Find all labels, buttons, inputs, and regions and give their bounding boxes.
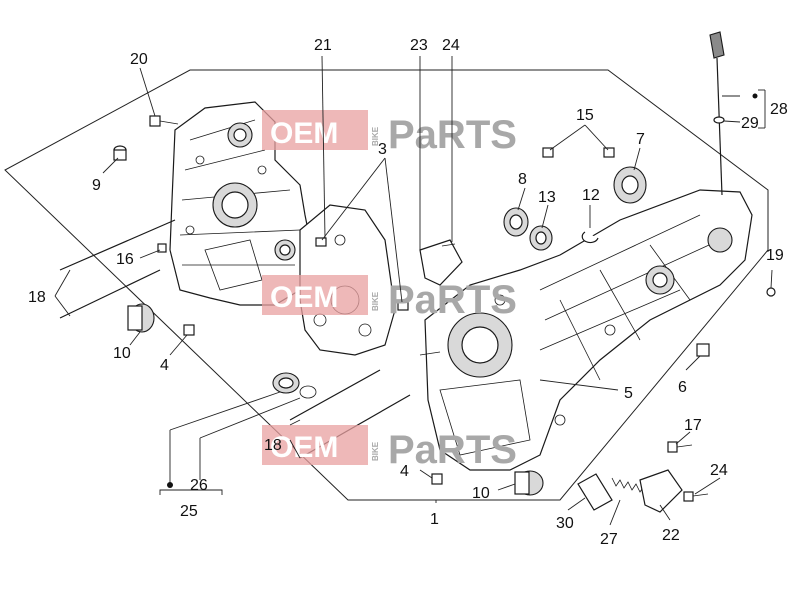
dowel-4-lower	[431, 473, 443, 485]
studs-18-left	[59, 219, 176, 319]
callout-15: 15	[576, 107, 594, 124]
silent-block-10-left	[127, 303, 155, 333]
plunger-30	[577, 473, 613, 511]
callout-7: 7	[636, 131, 645, 148]
bearing-8	[503, 207, 529, 237]
callout-17: 17	[684, 417, 702, 434]
screw-24-lower	[683, 491, 709, 502]
watermark-oem: OEM	[270, 281, 338, 314]
watermark-oem: OEM	[270, 117, 338, 150]
callout-16: 16	[116, 251, 134, 268]
dowel-3-a	[315, 237, 327, 247]
cover-22	[639, 469, 683, 513]
callout-12: 12	[582, 187, 600, 204]
callout-21: 21	[314, 37, 332, 54]
left-crankcase-half	[169, 101, 313, 306]
bolt-20	[149, 115, 179, 127]
silent-block-10-lower	[514, 470, 544, 496]
watermark-bike: BIKE	[371, 291, 380, 311]
reference-dot-right	[752, 93, 758, 99]
dowel-15-a	[542, 147, 554, 158]
pin-5	[419, 351, 441, 356]
callout-28: 28	[770, 101, 788, 118]
watermark-parts: PaRTS	[388, 113, 517, 157]
spring-27	[611, 477, 645, 493]
bushing-16	[157, 243, 167, 253]
watermark-bike: BIKE	[371, 441, 380, 461]
callout-22: 22	[662, 527, 680, 544]
bracket-23	[419, 239, 463, 286]
callout-23: 23	[410, 37, 428, 54]
bearing-13	[529, 225, 553, 251]
callout-13: 13	[538, 189, 556, 206]
watermark-middle: OEM BIKE PaRTS	[262, 275, 517, 322]
callout-numbers: 20 21 23 24 3 9 16 18 10 4 15 7 8 13 12 …	[28, 37, 788, 548]
callout-18-lower: 18	[264, 437, 282, 454]
callout-4-lower: 4	[400, 463, 409, 480]
right-crankcase-half	[424, 189, 753, 471]
plug-6	[696, 343, 710, 357]
reference-dot-left	[167, 482, 173, 488]
callout-10-lower: 10	[472, 485, 490, 502]
callout-30: 30	[556, 515, 574, 532]
callout-10-left: 10	[113, 345, 131, 362]
seal-29	[713, 116, 725, 124]
plug-19	[766, 287, 776, 297]
callout-20: 20	[130, 51, 148, 68]
watermark-bike: BIKE	[371, 126, 380, 146]
callout-26: 26	[190, 477, 208, 494]
leader-lines	[54, 55, 773, 526]
callout-9: 9	[92, 177, 101, 194]
callout-25: 25	[180, 503, 198, 520]
circlip-12	[581, 231, 599, 244]
callout-18-left: 18	[28, 289, 46, 306]
bolt-17	[667, 441, 693, 453]
watermark-bottom: OEM BIKE PaRTS	[262, 425, 517, 472]
dowel-15-b	[603, 147, 615, 158]
callout-6: 6	[678, 379, 687, 396]
callout-27: 27	[600, 531, 618, 548]
callout-24-lower: 24	[710, 462, 728, 479]
callout-19: 19	[766, 247, 784, 264]
callout-4-left: 4	[160, 357, 169, 374]
watermark-parts: PaRTS	[388, 278, 517, 322]
filter-adapter-26	[272, 372, 317, 399]
watermark-parts: PaRTS	[388, 428, 517, 472]
callout-24-top: 24	[442, 37, 460, 54]
dipstick-28	[709, 31, 725, 196]
dowel-4-left	[183, 324, 195, 336]
assembly-frame	[4, 69, 769, 501]
bearing-7	[613, 166, 647, 204]
dowel-9	[113, 145, 127, 161]
callout-29: 29	[741, 115, 759, 132]
dowel-3-b	[397, 301, 409, 311]
watermark-oem: OEM	[270, 431, 338, 464]
callout-3: 3	[378, 141, 387, 158]
callout-5: 5	[624, 385, 633, 402]
callout-1: 1	[430, 511, 439, 528]
callout-8: 8	[518, 171, 527, 188]
watermark-top: OEM BIKE PaRTS	[262, 110, 517, 157]
